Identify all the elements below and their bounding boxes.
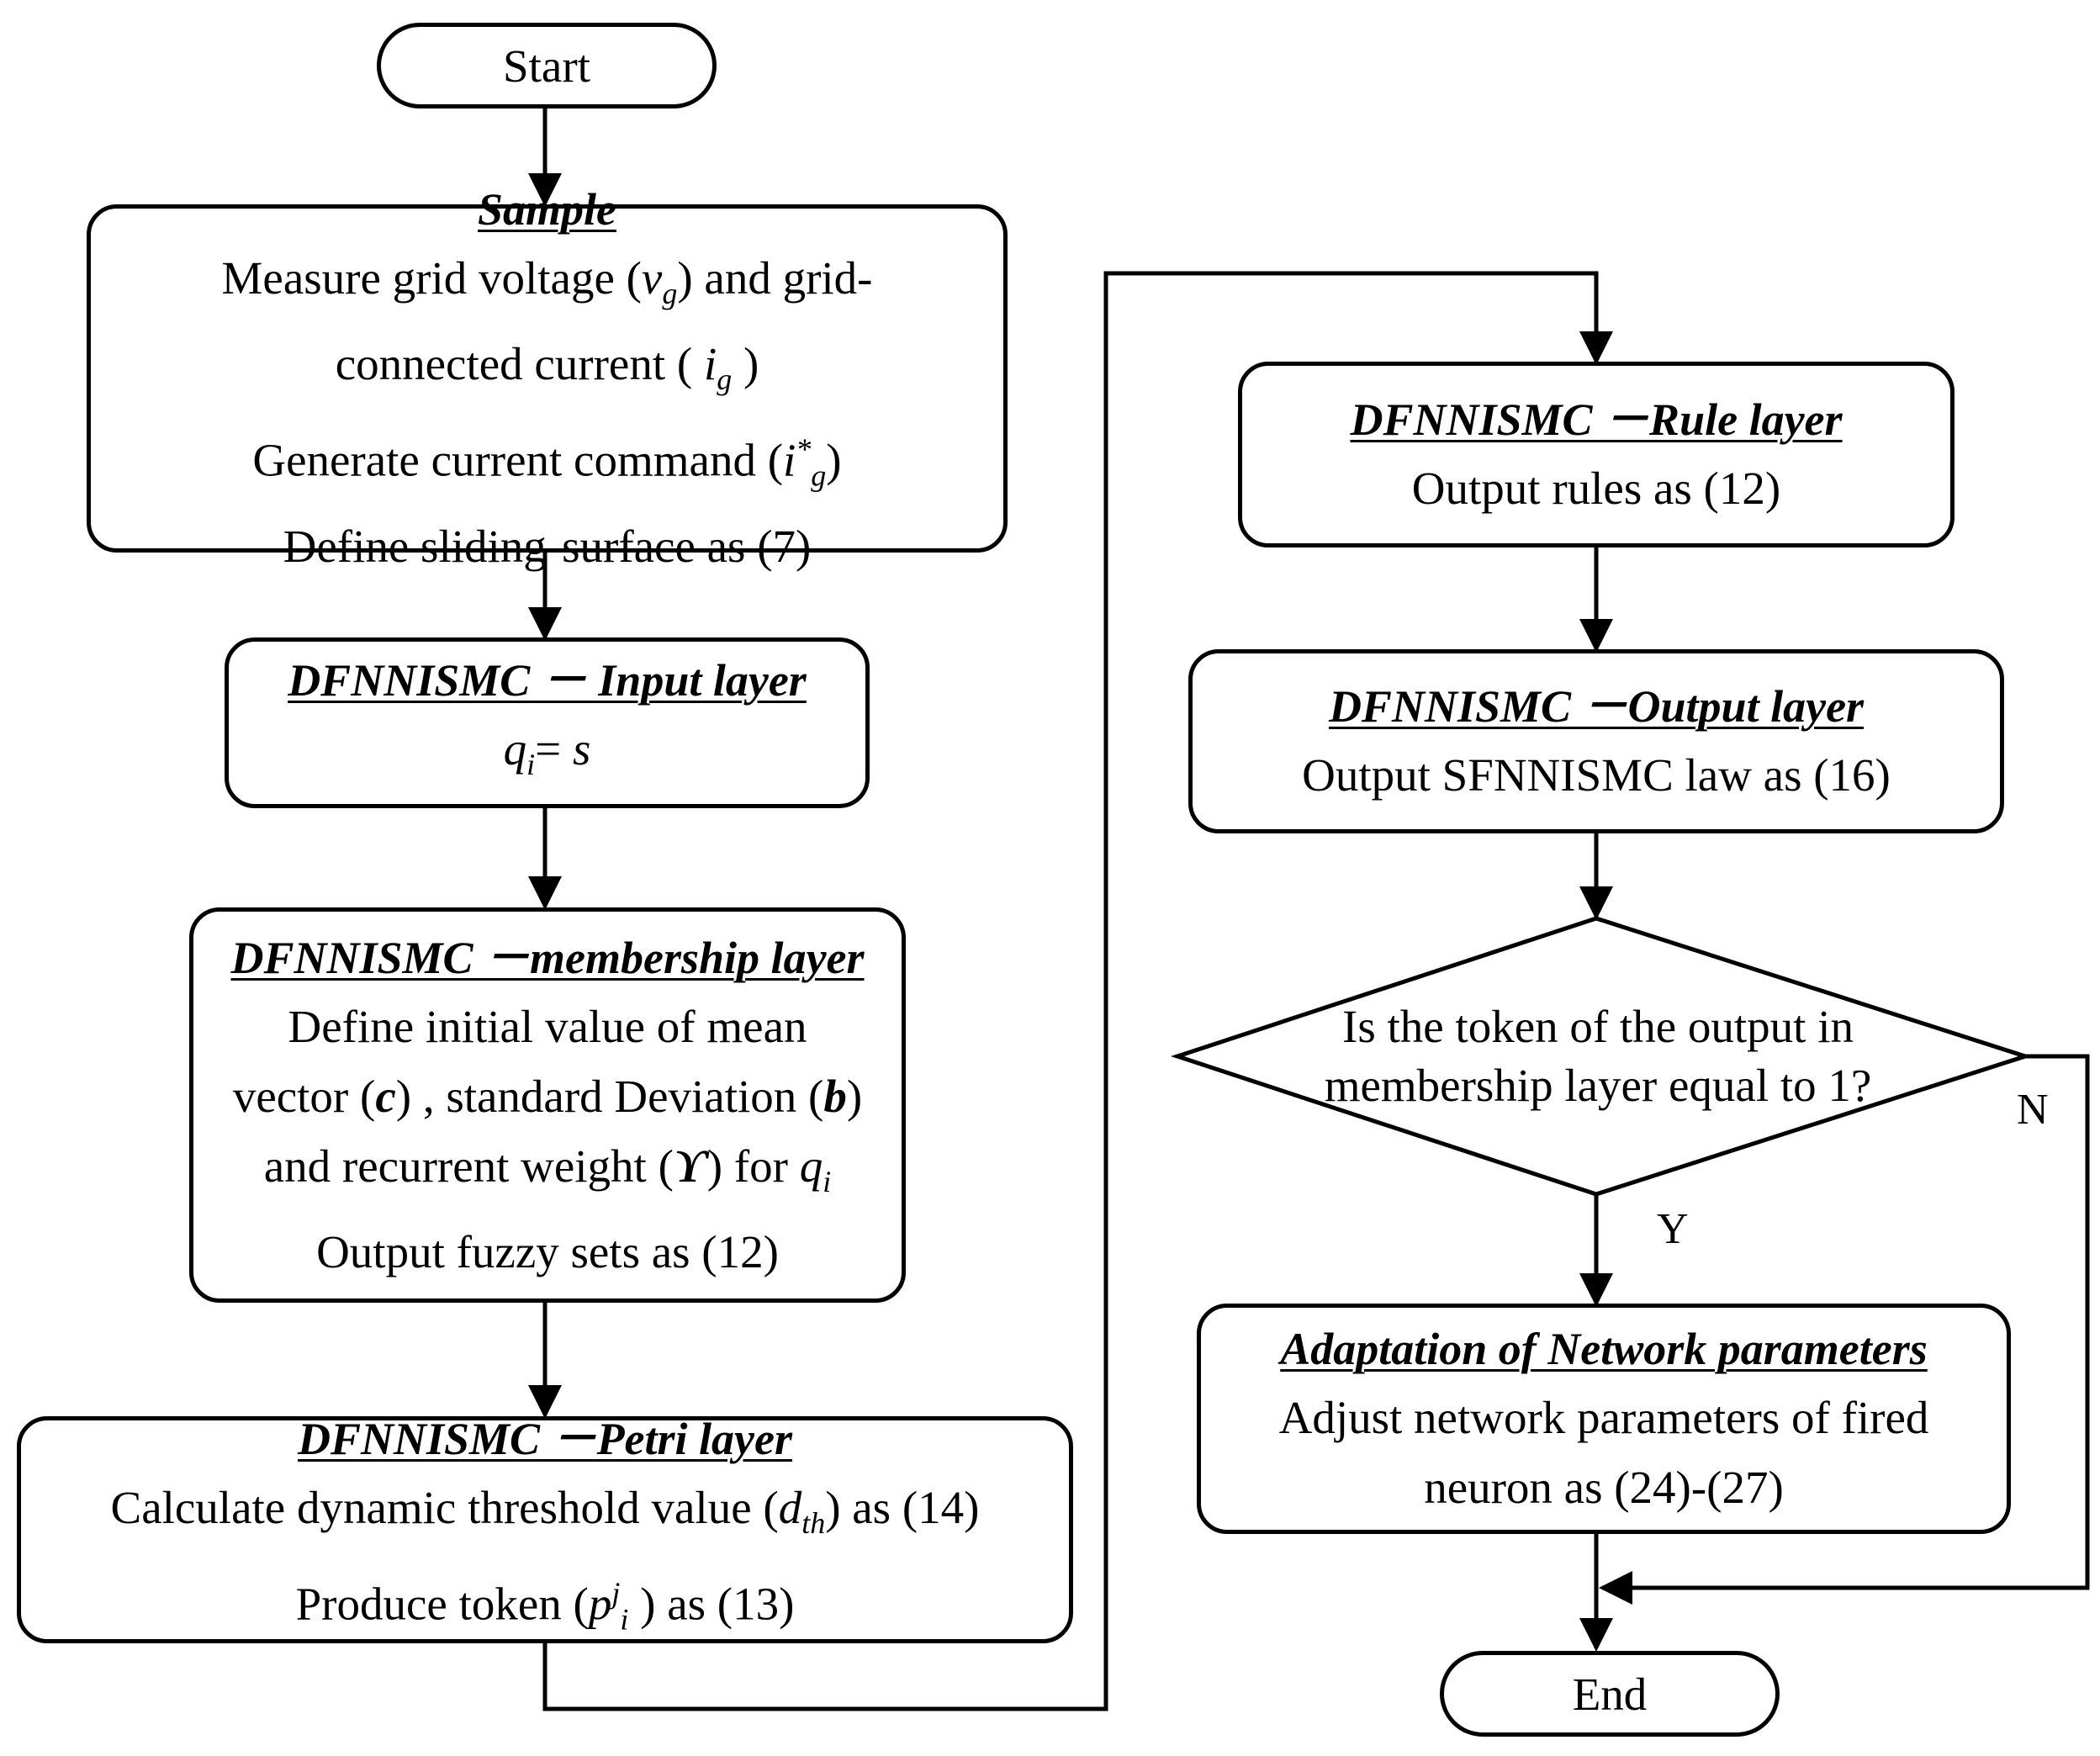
sample-line-3: Generate current command (i*g) [252, 432, 842, 493]
output-layer-box: DFNNISMC －Output layer Output SFNNISMC l… [1188, 649, 2004, 833]
end-label: End [1572, 1668, 1648, 1720]
arrow-petri-to-rule [542, 271, 1613, 1711]
arrow-decision-no [1599, 1054, 2090, 1605]
sample-line-1: Measure grid voltage (vg) and grid- [221, 252, 873, 311]
input-layer-box: DFNNISMC － Input layer qi= s [225, 637, 870, 808]
start-terminal: Start [377, 23, 717, 108]
start-label: Start [503, 40, 590, 92]
sample-line-4: Define sliding-surface as (7) [283, 520, 812, 572]
adaptation-line-1: Adjust network parameters of fired [1278, 1392, 1929, 1443]
rule-layer-title: DFNNISMC －Rule layer [1350, 394, 1843, 445]
adaptation-title: Adaptation of Network parameters [1280, 1324, 1928, 1374]
rule-layer-box: DFNNISMC －Rule layer Output rules as (12… [1238, 362, 1955, 547]
adaptation-line-2: neuron as (24)-(27) [1424, 1462, 1784, 1513]
output-layer-title: DFNNISMC －Output layer [1328, 681, 1865, 732]
membership-line-2: vector (c) , standard Deviation (b) [232, 1070, 863, 1122]
petri-layer-title: DFNNISMC －Petri layer [297, 1413, 792, 1464]
decision-yes-label: Y [1657, 1205, 1689, 1253]
rule-line-1: Output rules as (12) [1411, 463, 1781, 514]
output-line-1: Output SFNNISMC law as (16) [1302, 749, 1891, 801]
input-layer-equation: qi= s [503, 722, 591, 781]
decision-diamond [1171, 916, 2033, 1197]
petri-layer-box: DFNNISMC －Petri layer Calculate dynamic … [17, 1414, 1073, 1643]
petri-line-2: Produce token (pji ) as (13) [295, 1575, 795, 1637]
decision-line-1: Is the token of the output in [1342, 1001, 1854, 1052]
end-terminal: End [1440, 1651, 1780, 1737]
petri-line-1: Calculate dynamic threshold value (dth) … [110, 1481, 980, 1540]
membership-line-3: and recurrent weight (ϒ) for qi [263, 1140, 832, 1198]
decision-no-label: N [2017, 1086, 2049, 1134]
membership-line-1: Define initial value of mean [288, 1000, 807, 1052]
sample-box: Sample Measure grid voltage (vg) and gri… [87, 184, 1008, 572]
sample-line-2: connected current ( ig ) [335, 338, 759, 397]
sample-title: Sample [477, 184, 616, 235]
decision-text: Is the token of the output in membership… [1245, 997, 1951, 1115]
membership-line-4: Output fuzzy sets as (12) [316, 1225, 779, 1277]
decision-line-2: membership layer equal to 1? [1324, 1060, 1872, 1111]
adaptation-box: Adaptation of Network parameters Adjust … [1197, 1304, 2011, 1534]
input-layer-title: DFNNISMC － Input layer [288, 654, 807, 706]
membership-layer-box: DFNNISMC －membership layer Define initia… [189, 907, 906, 1303]
membership-layer-title: DFNNISMC －membership layer [230, 932, 865, 983]
